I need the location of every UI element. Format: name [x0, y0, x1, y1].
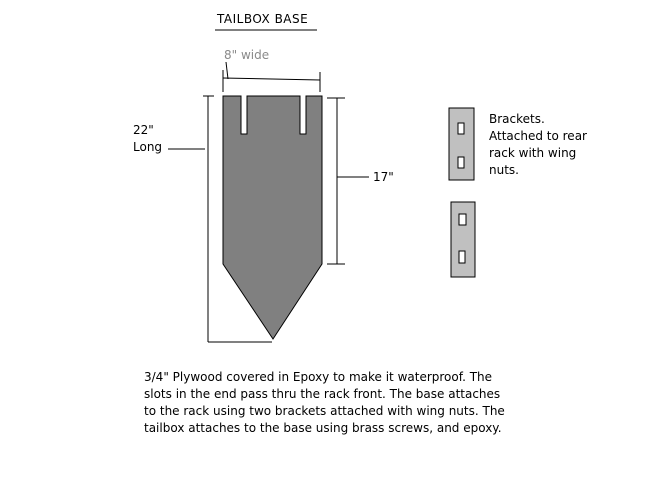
caption-line: 3/4" Plywood covered in Epoxy to make it… — [144, 370, 493, 384]
bracket-bottom-slot-lower — [458, 250, 466, 264]
length-label-word: Long — [133, 140, 163, 154]
width-label: 8" wide — [224, 48, 270, 62]
bracket-top-slot-lower — [457, 156, 465, 169]
caption-line: to the rack using two brackets attached … — [144, 404, 505, 418]
bracket-top — [448, 107, 475, 181]
brackets-label-line: Brackets. — [489, 112, 545, 126]
brackets-label-line: nuts. — [489, 163, 519, 177]
plywood-base-shape — [222, 95, 323, 340]
brackets-label-line: rack with wing — [489, 146, 577, 160]
width-label-leader — [225, 61, 229, 80]
length-label: 22" Long — [133, 122, 162, 156]
inner-length-label: 17" — [373, 170, 394, 184]
caption-line: tailbox attaches to the base using brass… — [144, 421, 502, 435]
brackets-label-line: Attached to rear — [489, 129, 587, 143]
width-dimension-line — [222, 77, 321, 81]
caption-line: slots in the end pass thru the rack fron… — [144, 387, 501, 401]
description-caption: 3/4" Plywood covered in Epoxy to make it… — [144, 369, 505, 437]
brackets-label: Brackets. Attached to rear rack with win… — [489, 111, 587, 179]
bracket-top-slot-upper — [457, 122, 465, 135]
bracket-bottom-slot-upper — [458, 213, 467, 226]
length-label-value: 22" — [133, 123, 154, 137]
diagram-title: TAILBOX BASE — [217, 12, 309, 26]
bracket-bottom — [450, 201, 476, 278]
